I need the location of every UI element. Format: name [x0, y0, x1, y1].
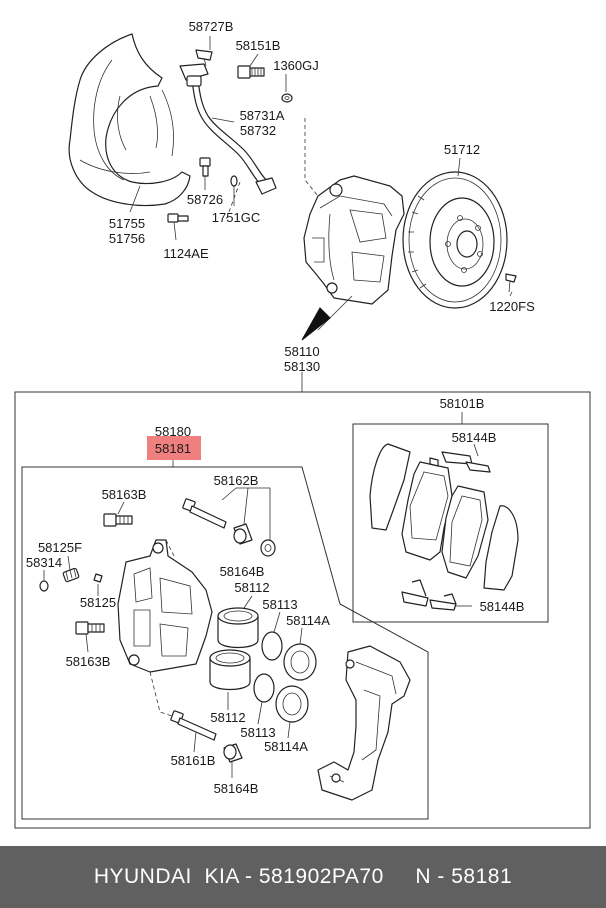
clip-1751gc	[230, 175, 238, 187]
bolt-58151b	[237, 65, 265, 79]
boot-58164b-top	[233, 523, 253, 545]
label-58125f: 58125F	[38, 540, 82, 555]
caliper-body	[117, 539, 213, 673]
label-58164b-bottom: 58164B	[214, 781, 259, 796]
brake-hose	[186, 75, 277, 195]
label-58144b-top: 58144B	[452, 430, 497, 445]
label-58112-bottom: 58112	[210, 710, 245, 725]
label-58163b-top: 58163B	[102, 487, 147, 502]
label-51712: 51712	[444, 142, 480, 157]
bushing	[260, 539, 276, 557]
label-58125: 58125	[80, 595, 116, 610]
label-58181: 58181	[155, 441, 191, 456]
bolt-58726	[199, 157, 211, 177]
top-leader-lines	[129, 36, 513, 297]
label-58164b-top: 58164B	[220, 564, 265, 579]
bleeder-plug	[93, 573, 103, 583]
kit-outer-frame	[14, 391, 591, 829]
screw-1220fs	[505, 273, 517, 293]
label-58114a-bottom: 58114A	[264, 739, 308, 754]
bleeder-cap	[39, 580, 49, 592]
label-58113-bottom: 58113	[240, 725, 275, 740]
dust-boot-top	[283, 643, 317, 681]
caliper-kit-frame	[21, 466, 429, 820]
label-58144b-bottom: 58144B	[480, 599, 525, 614]
label-58732: 58732	[240, 123, 276, 138]
bolt-58163b-bottom	[75, 621, 105, 635]
label-58163b-bottom: 58163B	[66, 654, 111, 669]
label-58180: 58180	[155, 424, 191, 439]
brake-parts-diagram: 58727B 58151B 1360GJ 58731A 58732 58726 …	[14, 19, 591, 829]
label-58726: 58726	[187, 192, 223, 207]
piston-bottom	[209, 649, 251, 691]
brake-disc	[402, 171, 508, 309]
label-58161b: 58161B	[171, 753, 216, 768]
dust-shield	[68, 33, 191, 207]
label-1751gc: 1751GC	[212, 210, 260, 225]
part-highlight	[147, 436, 201, 460]
label-1124ae: 1124AE	[163, 246, 209, 261]
piston-top	[217, 607, 259, 649]
label-58151b: 58151B	[236, 38, 281, 53]
hose-bracket	[179, 49, 213, 81]
brake-pads	[369, 443, 519, 611]
label-58162b: 58162B	[214, 473, 259, 488]
caliper-assembly	[303, 175, 405, 305]
label-58731a: 58731A	[240, 108, 285, 123]
part-labels: 58727B 58151B 1360GJ 58731A 58732 58726 …	[26, 19, 535, 796]
label-1220fs: 1220FS	[489, 299, 535, 314]
bleeder-screw	[62, 567, 80, 583]
guide-pin-58161b	[170, 710, 217, 741]
label-58101b: 58101B	[440, 396, 485, 411]
boot-58164b-bottom	[223, 743, 243, 763]
seal-bottom	[253, 673, 275, 703]
bolt-1124ae	[167, 213, 189, 223]
assembly-pointer	[301, 295, 353, 341]
washer-1360gj	[281, 93, 293, 103]
label-58112-top: 58112	[234, 580, 269, 595]
label-58314: 58314	[26, 555, 62, 570]
part-number-footer: HYUNDAI KIA - 581902PA70 N - 58181	[0, 846, 606, 908]
label-58114a-top: 58114A	[286, 613, 330, 628]
label-51755: 51755	[109, 216, 145, 231]
dust-boot-bottom	[275, 685, 309, 723]
label-1360gj: 1360GJ	[273, 58, 319, 73]
label-58113-top: 58113	[262, 597, 297, 612]
label-51756: 51756	[109, 231, 145, 246]
label-58130: 58130	[284, 359, 320, 374]
label-58110: 58110	[284, 344, 319, 359]
bolt-58163b-top	[103, 513, 133, 527]
pad-kit-frame	[352, 423, 549, 623]
seal-top	[261, 631, 283, 661]
caliper-bracket	[317, 645, 411, 801]
guide-pin-58162b	[182, 498, 227, 529]
label-58727b: 58727B	[189, 19, 234, 34]
